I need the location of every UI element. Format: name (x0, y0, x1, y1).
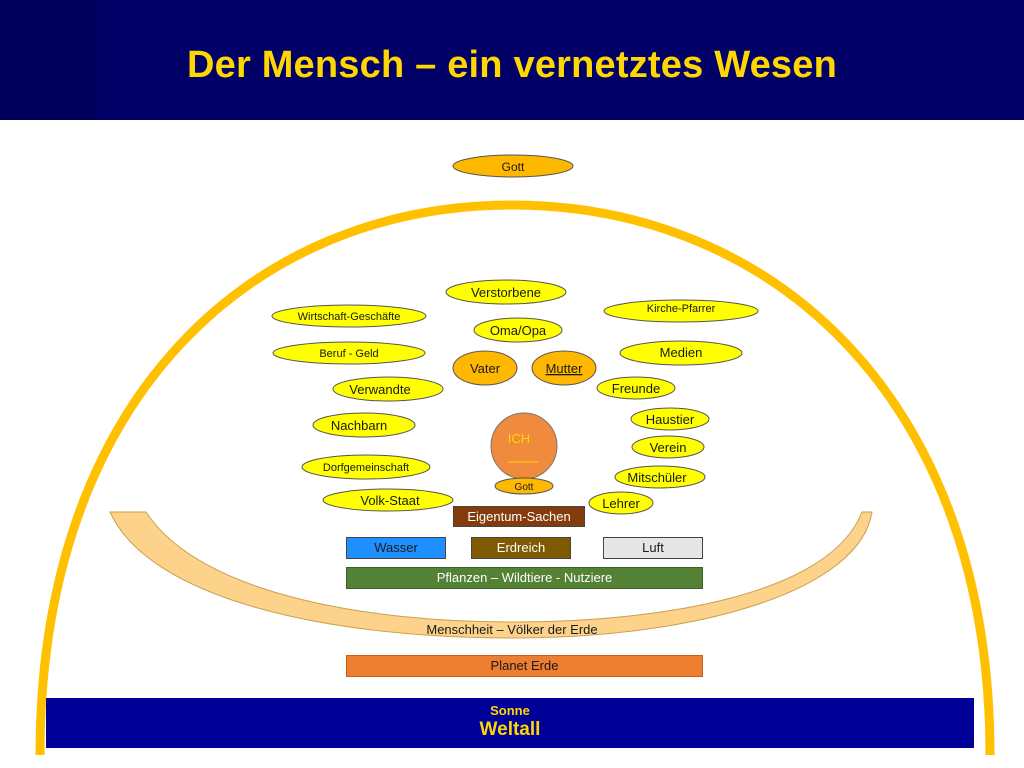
haustier-oval (630, 407, 710, 431)
haustier-label: Haustier (646, 412, 695, 427)
kirche-label: Kirche-Pfarrer (647, 303, 716, 315)
sonne-label: Sonne (490, 703, 530, 718)
verstorbene-oval (445, 279, 567, 305)
medien-label: Medien (660, 345, 703, 360)
vater-label: Vater (470, 361, 501, 376)
nachbarn-label: Nachbarn (331, 418, 387, 433)
volk-staat-label: Volk-Staat (360, 493, 420, 508)
menschheit-bowl (109, 511, 873, 639)
gott-top-label: Gott (502, 160, 525, 174)
kirche-oval (603, 299, 759, 323)
dorfgemeinschaft-oval (301, 454, 431, 480)
oma-opa-oval (473, 317, 563, 343)
ich-circle (490, 412, 558, 480)
oma-opa-label: Oma/Opa (490, 323, 547, 338)
wasser-box: Wasser (346, 537, 446, 559)
volk-staat-oval (322, 488, 454, 512)
weltall-band: Sonne Weltall (46, 698, 974, 748)
lehrer-label: Lehrer (602, 496, 640, 511)
gott-top-oval (452, 154, 574, 178)
erdreich-box: Erdreich (471, 537, 571, 559)
verstorbene-label: Verstorbene (471, 285, 541, 300)
freunde-oval (596, 376, 676, 400)
luft-box: Luft (603, 537, 703, 559)
beruf-oval (272, 341, 426, 365)
verein-label: Verein (650, 440, 687, 455)
gott-inner-label: Gott (515, 482, 534, 493)
nachbarn-oval (312, 412, 416, 438)
medien-oval (619, 340, 743, 366)
mutter-label: Mutter (546, 361, 584, 376)
wirtschaft-oval (271, 304, 427, 328)
vater-oval (452, 350, 518, 386)
dorfgemeinschaft-label: Dorfgemeinschaft (323, 462, 409, 474)
mitschueler-oval (614, 465, 706, 489)
gott-inner-oval (494, 477, 554, 495)
menschheit-label: Menschheit – Völker der Erde (426, 622, 597, 637)
pflanzen-box: Pflanzen – Wildtiere - Nutziere (346, 567, 703, 589)
slide-title: Der Mensch – ein vernetztes Wesen (186, 44, 838, 86)
dome-arc (35, 200, 995, 756)
wirtschaft-label: Wirtschaft-Geschäfte (298, 311, 401, 323)
verein-oval (631, 435, 705, 459)
freunde-label: Freunde (612, 381, 660, 396)
mutter-oval (531, 350, 597, 386)
weltall-label: Weltall (479, 719, 541, 740)
ich-label: ICH (508, 431, 530, 446)
verwandte-label: Verwandte (349, 382, 410, 397)
header-side-strip (0, 0, 98, 120)
mitschueler-label: Mitschüler (627, 470, 687, 485)
beruf-label: Beruf - Geld (319, 348, 378, 360)
lehrer-oval (588, 491, 654, 515)
slide-header: Der Mensch – ein vernetztes Wesen (0, 0, 1024, 120)
eigentum-box: Eigentum-Sachen (453, 506, 585, 527)
planet-erde-box: Planet Erde (346, 655, 703, 677)
verwandte-oval (332, 376, 444, 402)
